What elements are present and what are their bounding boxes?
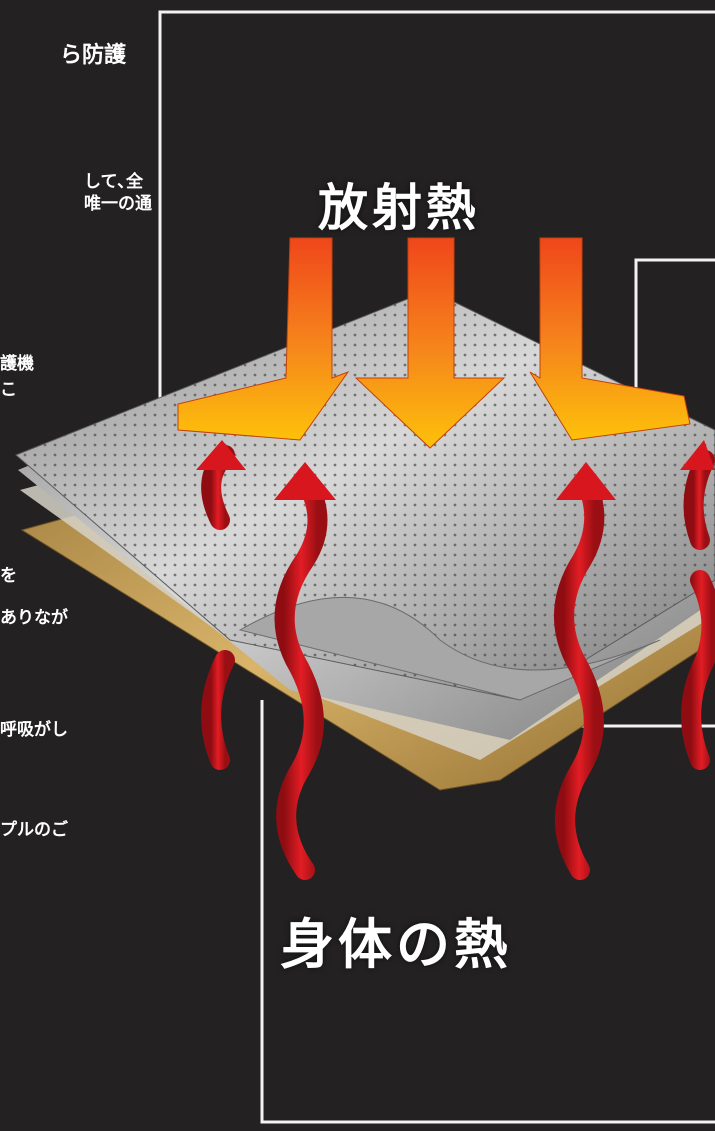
heat-wave-2 [274, 470, 328, 880]
callout-line-top [158, 10, 715, 470]
heat-wave-5 [681, 570, 715, 770]
radiant-heat-label: 放射熱 [318, 179, 480, 237]
heat-wave-6 [683, 450, 715, 550]
heat-head-2 [274, 462, 336, 500]
peeled-corner [238, 596, 661, 701]
text-line-8: プルのご [0, 820, 68, 840]
body-heat-label: 身体の熱 [280, 913, 512, 976]
text-line-2: 唯一の通 [84, 194, 152, 214]
heat-arrow-heads [196, 440, 715, 500]
heat-head-3 [556, 462, 616, 500]
text-line-1: して､全 [84, 172, 143, 192]
body-heat-arrows [201, 445, 715, 880]
text-line-7: 呼吸がし [0, 720, 68, 740]
heat-wave-3 [554, 470, 605, 880]
text-line-6: ありなが [0, 608, 68, 628]
text-line-4: こ [0, 380, 17, 400]
radiant-arrow-right [529, 237, 691, 441]
heat-wave-4 [201, 650, 235, 770]
callout-line-bottom [260, 700, 715, 1124]
foil-texture [16, 290, 715, 700]
text-line-3: 護機 [0, 354, 34, 374]
heat-head-4 [680, 440, 715, 470]
radiant-arrows [177, 237, 691, 449]
text-line-5: を [0, 566, 17, 586]
radiant-arrow-left [177, 237, 350, 441]
heat-head-1 [196, 440, 246, 470]
section-title: ら防護 [60, 43, 127, 68]
radiant-arrow-center [354, 237, 506, 449]
